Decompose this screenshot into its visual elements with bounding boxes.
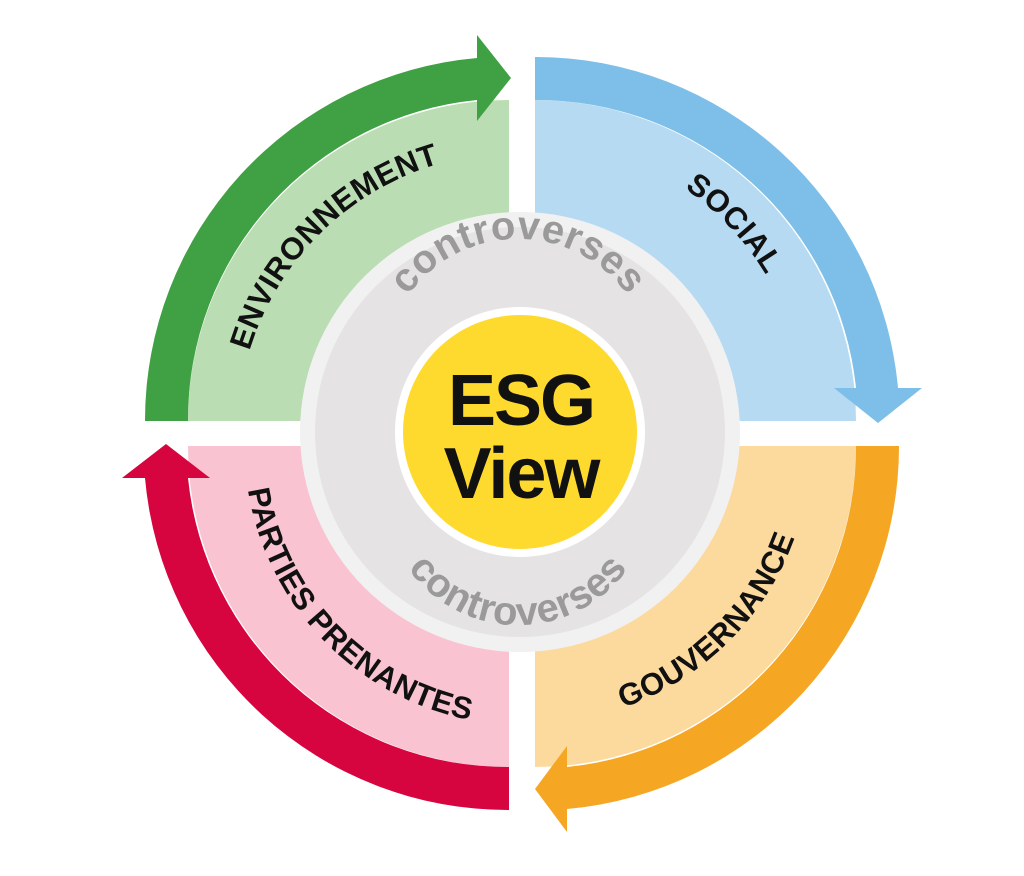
arrow-environnement	[144, 35, 512, 421]
arrow-gouvernance	[535, 446, 900, 832]
arrow-social	[535, 56, 922, 423]
center-title-line1: ESG	[448, 361, 594, 441]
esg-view-center	[403, 315, 637, 549]
center-title-line2: View	[444, 434, 602, 514]
arrow-parties-prenantes	[122, 444, 509, 811]
